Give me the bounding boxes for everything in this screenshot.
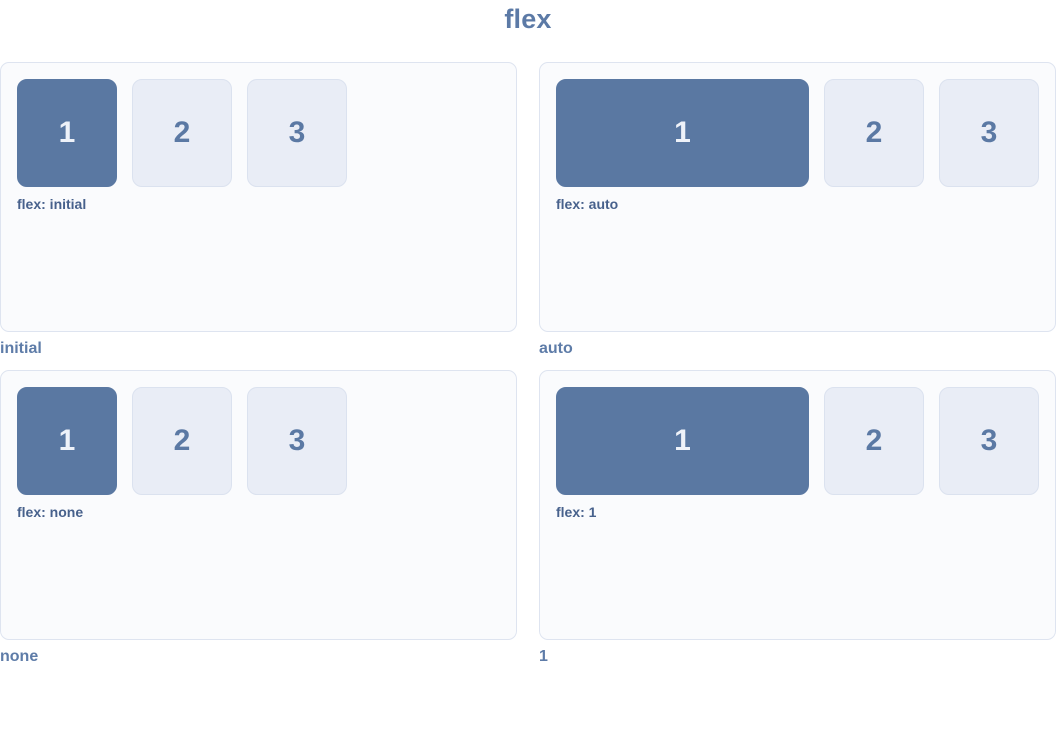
flex-box-3: 3	[247, 387, 347, 495]
flex-box-3: 3	[939, 79, 1039, 187]
flex-box-1: 1	[17, 387, 117, 495]
demo-card-initial: 1 2 3 flex: initial	[0, 62, 517, 332]
demo-card-auto: 1 2 3 flex: auto	[539, 62, 1056, 332]
flex-box-2: 2	[132, 387, 232, 495]
flex-box-2: 2	[132, 79, 232, 187]
demo-card-1: 1 2 3 flex: 1	[539, 370, 1056, 640]
flex-box-3: 3	[247, 79, 347, 187]
flex-box-1: 1	[556, 387, 809, 495]
flex-box-2: 2	[824, 387, 924, 495]
demo-1: 1 2 3 flex: 1 1	[539, 370, 1056, 666]
demo-none: 1 2 3 flex: none none	[0, 370, 517, 666]
flex-box-1: 1	[17, 79, 117, 187]
flex-row: 1 2 3	[556, 387, 1039, 495]
flex-row: 1 2 3	[17, 79, 500, 187]
demo-grid: 1 2 3 flex: initial initial 1 2 3 flex: …	[0, 62, 1056, 666]
flex-value-label: flex: initial	[17, 196, 87, 212]
demo-caption: auto	[539, 340, 573, 357]
demo-auto: 1 2 3 flex: auto auto	[539, 62, 1056, 358]
flex-row: 1 2 3	[17, 387, 500, 495]
flex-box-1: 1	[556, 79, 809, 187]
demo-caption: 1	[539, 648, 548, 665]
flex-box-3: 3	[939, 387, 1039, 495]
demo-card-none: 1 2 3 flex: none	[0, 370, 517, 640]
flex-value-label: flex: none	[17, 504, 84, 520]
flex-row: 1 2 3	[556, 79, 1039, 187]
flex-value-label: flex: 1	[556, 504, 597, 520]
demo-caption: none	[0, 648, 39, 665]
flex-value-label: flex: auto	[556, 196, 619, 212]
page-title: flex	[504, 4, 552, 34]
demo-caption: initial	[0, 340, 42, 357]
demo-initial: 1 2 3 flex: initial initial	[0, 62, 517, 358]
flex-box-2: 2	[824, 79, 924, 187]
